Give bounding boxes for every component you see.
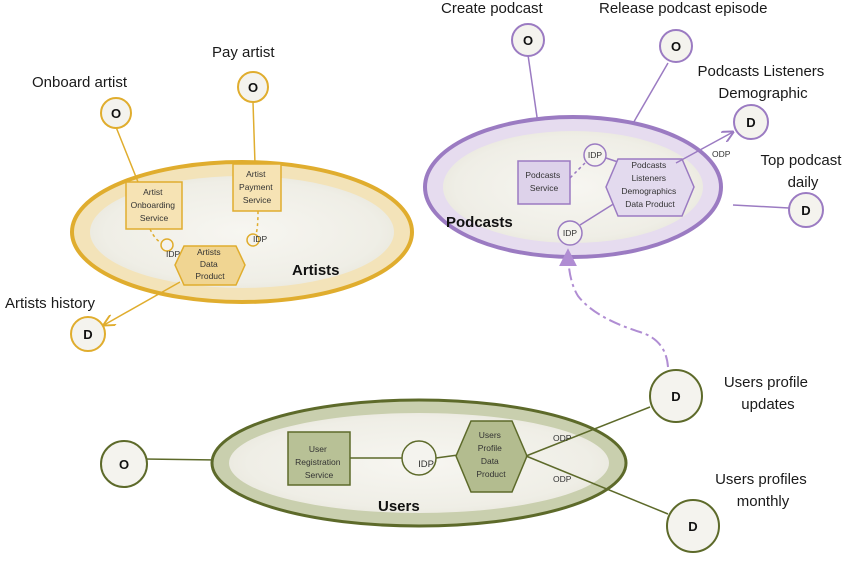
idp2-to-podcasts-dp xyxy=(579,202,616,226)
artists-idp-port-2[interactable] xyxy=(246,233,260,247)
users-operation-letter: O xyxy=(119,457,129,472)
artists-idp-label-2: IDP xyxy=(253,234,268,244)
artists-data-product[interactable] xyxy=(174,245,246,286)
users-odp-label-1: ODP xyxy=(553,433,572,443)
artist-payment-service-label: Artist Payment Service xyxy=(239,169,275,205)
artist-payment-service[interactable] xyxy=(232,163,282,212)
podcasts-odp-label: ODP xyxy=(712,149,731,159)
users-odp-connector-2 xyxy=(525,455,669,515)
podcasts-demographic-letter: D xyxy=(746,115,755,130)
podcasts-service-label: Podcasts Service xyxy=(525,170,562,193)
users-profiles-monthly-label: Users profiles monthly xyxy=(715,471,811,510)
podcasts-service-to-idp-link xyxy=(569,161,587,179)
pay-artist-node[interactable] xyxy=(237,71,269,103)
artists-idp-port-1[interactable] xyxy=(160,238,174,252)
pay-artist-letter: O xyxy=(248,80,258,95)
onboard-artist-label: Onboard artist xyxy=(32,74,128,91)
artists-domain-label: Artists xyxy=(292,262,340,279)
top-podcast-node[interactable] xyxy=(788,192,824,228)
onboard-connector xyxy=(115,126,139,183)
top-podcast-label: Top podcast daily xyxy=(760,152,845,191)
podcasts-idp-label-2: IDP xyxy=(563,228,578,238)
create-podcast-node[interactable] xyxy=(511,23,545,57)
podcasts-idp-label-1: IDP xyxy=(588,150,603,160)
users-idp-label: IDP xyxy=(418,459,434,470)
release-episode-node[interactable] xyxy=(659,29,693,63)
podcasts-odp-arrow xyxy=(675,132,733,164)
users-odp-label-2: ODP xyxy=(553,474,572,484)
idp-to-users-dp xyxy=(435,454,459,459)
users-odp-connector-1 xyxy=(525,406,651,457)
podcasts-domain-label: Podcasts xyxy=(446,214,513,231)
top-podcast-letter: D xyxy=(801,203,810,218)
users-profile-updates-letter: D xyxy=(671,389,680,404)
artists-data-product-label: Artists Data Product xyxy=(195,247,225,281)
artist-onboarding-service-label: Artist Onboarding Service xyxy=(131,187,178,223)
artists-history-letter: D xyxy=(83,327,92,342)
users-operation-node[interactable] xyxy=(100,440,148,488)
users-domain: Users O User Registration Service IDP Us… xyxy=(100,369,812,553)
podcasts-idp-port-1[interactable] xyxy=(583,143,607,167)
users-profile-data-product-label: Users Profile Data Product xyxy=(476,430,506,479)
users-profile-updates-node[interactable] xyxy=(649,369,703,423)
create-podcast-connector xyxy=(527,54,539,125)
users-to-podcasts-dashed-link xyxy=(559,248,669,368)
payment-to-idp-link xyxy=(255,210,259,235)
users-profile-updates-label: Users profile updates xyxy=(724,374,812,413)
artists-history-label: Artists history xyxy=(5,295,96,312)
create-podcast-label: Create podcast xyxy=(441,0,544,17)
podcasts-demographic-label: Podcasts Listeners Demographic xyxy=(698,63,829,102)
users-profiles-monthly-node[interactable] xyxy=(666,499,720,553)
release-episode-connector xyxy=(627,62,669,133)
create-podcast-letter: O xyxy=(523,33,533,48)
artists-history-node[interactable] xyxy=(70,316,106,352)
users-profiles-monthly-letter: D xyxy=(688,519,697,534)
pay-connector xyxy=(252,101,256,165)
top-podcast-connector xyxy=(732,204,790,209)
podcasts-service[interactable] xyxy=(517,160,571,205)
podcasts-demographic-node[interactable] xyxy=(733,104,769,140)
pay-artist-label: Pay artist xyxy=(212,44,275,61)
onboard-artist-node[interactable] xyxy=(100,97,132,129)
user-registration-service-label: User Registration Service xyxy=(295,444,343,480)
artists-history-arrow xyxy=(104,281,181,325)
artists-domain: Artists Onboard artist O Pay artist O Ar… xyxy=(5,44,414,352)
release-episode-letter: O xyxy=(671,39,681,54)
podcasts-domain: Podcasts Create podcast O Release podcas… xyxy=(423,0,845,259)
user-registration-service[interactable] xyxy=(287,431,351,486)
artists-idp-label-1: IDP xyxy=(166,249,181,259)
onboard-artist-letter: O xyxy=(111,106,121,121)
users-domain-label: Users xyxy=(378,498,420,515)
podcasts-idp-port-2[interactable] xyxy=(557,220,583,246)
artist-onboarding-service[interactable] xyxy=(125,181,183,230)
users-profile-data-product[interactable] xyxy=(455,420,528,493)
release-episode-label: Release podcast episode xyxy=(599,0,767,17)
podcasts-data-product-label: Podcasts Listeners Demographics Data Pro… xyxy=(621,160,678,209)
